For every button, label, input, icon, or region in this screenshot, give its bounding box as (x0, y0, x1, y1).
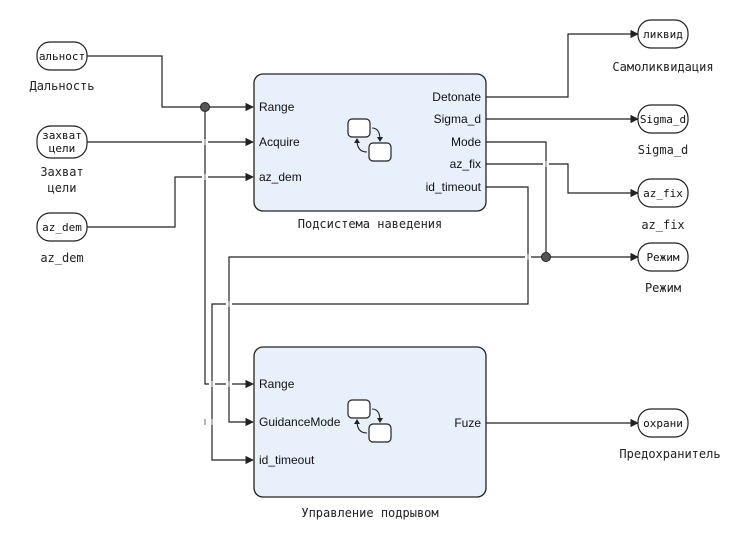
detonation-in-id-timeout: id_timeout (259, 453, 315, 467)
wire-az-fix (486, 163, 639, 198)
detonation-in-guidancemode: GuidanceMode (259, 415, 341, 429)
wire-az-dem (87, 172, 254, 228)
outport-predohr[interactable]: охрани (637, 408, 689, 438)
guidance-in-az-dem: az_dem (259, 170, 302, 184)
outport-az-fix-text: az_fix (643, 187, 683, 200)
stateflow-icon (347, 118, 392, 162)
inport-zahvat-text-2: цели (49, 142, 76, 155)
wire-junction-mode (541, 252, 551, 262)
inport-zahvat-label: Захват (40, 165, 83, 179)
inport-az-dem[interactable]: az_dem (36, 212, 88, 242)
outport-samolikv-label: Самоликвидация (612, 60, 713, 74)
outport-sigma-d-text: Sigma_d (640, 113, 686, 126)
guidance-out-sigma-d: Sigma_d (434, 112, 481, 126)
guidance-out-id-timeout: id_timeout (426, 180, 482, 194)
stateflow-icon (347, 399, 392, 443)
inport-dalnost-label: Дальность (29, 79, 94, 93)
wire-detonate (486, 29, 639, 98)
wire-id-timeout (211, 186, 529, 465)
outport-predohr-label: Предохранитель (619, 447, 720, 461)
guidance-in-acquire: Acquire (259, 135, 300, 149)
detonation-control-block[interactable]: Range GuidanceMode id_timeout Fuze (253, 346, 487, 498)
outport-samolikv-text: ликвид (643, 28, 683, 41)
inport-zahvat[interactable]: захват цели (36, 125, 88, 159)
outport-rezhim[interactable]: Режим (637, 242, 689, 272)
guidance-in-range: Range (259, 100, 295, 114)
guidance-block-title: Подсистема наведения (298, 217, 443, 231)
outport-samolikv[interactable]: ликвид (637, 19, 689, 49)
outport-predohr-text: охрани (643, 417, 683, 430)
outport-rezhim-text: Режим (646, 251, 679, 264)
inport-dalnost-text: альност (39, 50, 85, 63)
guidance-subsystem-block[interactable]: Range Acquire az_dem Detonate Sigma_d Mo… (253, 73, 487, 212)
outport-sigma-d-label: Sigma_d (638, 143, 689, 157)
detonation-in-range: Range (259, 377, 295, 391)
guidance-out-az-fix: az_fix (450, 157, 481, 171)
inport-zahvat-label2: цели (48, 181, 77, 195)
detonation-out-fuze: Fuze (454, 416, 481, 430)
detonation-block-title: Управление подрывом (301, 506, 438, 520)
wire-mode (486, 141, 547, 257)
wire-range-main (87, 55, 254, 112)
inport-az-dem-label: az_dem (40, 251, 83, 265)
outport-sigma-d[interactable]: Sigma_d (637, 104, 689, 134)
wire-crossings (202, 139, 549, 425)
outport-az-fix-label: az_fix (641, 218, 684, 232)
guidance-out-detonate: Detonate (432, 90, 481, 104)
wire-junction-range (200, 102, 210, 112)
wire-range-branch (204, 107, 254, 389)
guidance-out-mode: Mode (451, 135, 481, 149)
inport-zahvat-text-1: захват (42, 129, 82, 142)
wire-mode-branch (228, 256, 546, 427)
outport-rezhim-label: Режим (645, 281, 681, 295)
inport-az-dem-text: az_dem (42, 221, 82, 234)
outport-az-fix[interactable]: az_fix (637, 178, 689, 208)
inport-dalnost[interactable]: альност (36, 41, 88, 71)
